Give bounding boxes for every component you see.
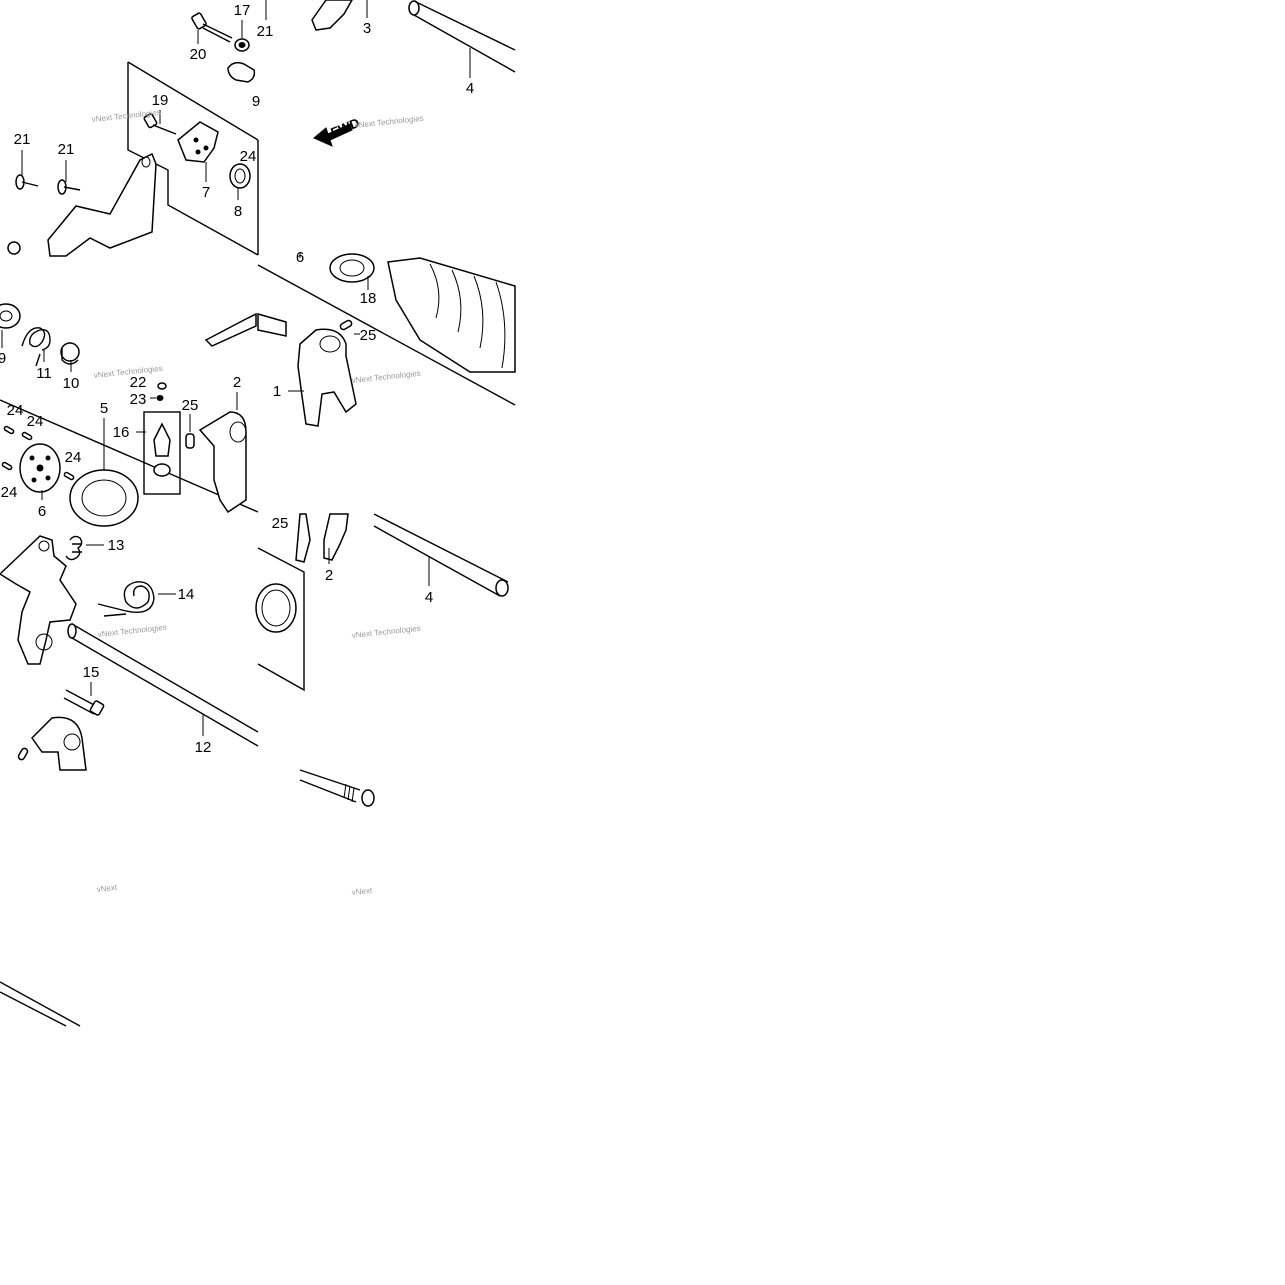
callout-24: 24: [240, 148, 257, 165]
callout-12: 12: [195, 739, 212, 756]
bolt-22: [157, 382, 167, 390]
spring-14: [97, 581, 155, 617]
splined-shaft-end: [299, 769, 375, 807]
callout-4: 4: [466, 80, 474, 97]
collar-10: [60, 342, 80, 365]
pin-25-right: [339, 319, 353, 331]
callout-13: 13: [108, 537, 125, 554]
watermark-text: vNext: [351, 886, 373, 897]
watermark-text: vNext Technologies: [351, 624, 421, 640]
shaft-bottom-left: [0, 981, 81, 1027]
shaft-12: [67, 623, 259, 747]
callout-8: 8: [234, 203, 242, 220]
bracket-plate: [47, 152, 157, 257]
bolt-19: [143, 113, 177, 135]
bolt-21-mid: [57, 179, 81, 195]
tile-top-right: FWD: [257, 0, 516, 255]
callout-9: 9: [0, 350, 6, 367]
bearing-8: [229, 163, 251, 189]
tile-lower-right: [255, 513, 509, 692]
shift-drum: [387, 257, 516, 373]
shift-arm: [0, 535, 77, 665]
bearing-ring: [255, 583, 297, 633]
pin-25-mid: [185, 433, 195, 449]
callout-19: 19: [152, 92, 169, 109]
bolt-20: [191, 12, 233, 43]
callout-20: 20: [190, 46, 207, 63]
callout-25: 25: [272, 515, 289, 532]
frame-diagonal: [0, 399, 259, 513]
tile-top-left: [7, 0, 267, 257]
tile-mid-right: [204, 252, 516, 427]
callout-5: 5: [100, 400, 108, 417]
fork-2-mid: [198, 411, 247, 514]
watermark-text: vNext Technologies: [354, 114, 424, 130]
callout-3: 3: [363, 20, 371, 37]
watermark-text: vNext: [96, 883, 118, 894]
callout-22: 22: [130, 374, 147, 391]
callout-21: 21: [257, 23, 274, 40]
tile-lower-left: [0, 535, 259, 771]
callout-23: 23: [130, 391, 147, 408]
pin-lower: [17, 747, 29, 761]
callout-24: 24: [7, 402, 24, 419]
callout-14: 14: [178, 586, 195, 603]
fork-lower: [31, 716, 87, 771]
frame-outline-top: [127, 61, 259, 141]
callout-9: 9: [252, 93, 260, 110]
fork-3: [311, 0, 353, 31]
callout-24: 24: [65, 449, 82, 466]
switch-16: [143, 382, 181, 495]
shaft-4-lower: [373, 513, 509, 597]
fork-2-lower: [295, 513, 349, 563]
callout-6: 6: [38, 503, 46, 520]
watermark-text: vNext Technologies: [351, 369, 421, 385]
dowel-pins-24: [1, 425, 75, 481]
callout-21: 21: [58, 141, 75, 158]
callout-21: 21: [14, 131, 31, 148]
callout-25: 25: [360, 327, 377, 344]
plate-7: [177, 121, 219, 163]
fork-1: [297, 328, 357, 427]
frame-lower-right: [257, 547, 305, 692]
ring-9: [0, 303, 21, 329]
callout-16: 16: [113, 424, 130, 441]
lever: [204, 312, 257, 347]
cam-plate-6: [19, 443, 61, 493]
callout-1: 1: [273, 383, 281, 400]
callout-17: 17: [234, 2, 251, 19]
callout-10: 10: [63, 375, 80, 392]
callout-24: 24: [27, 413, 44, 430]
callout-15: 15: [83, 664, 100, 681]
fwd-arrow-icon: FWD: [313, 115, 362, 147]
watermark-text: vNext Technologies: [97, 623, 167, 639]
washer-23: [156, 395, 164, 401]
tile-bottom: [0, 769, 375, 1027]
callout-25: 25: [182, 397, 199, 414]
spring-11: [21, 327, 51, 367]
tile-mid-left: [0, 303, 259, 527]
callout-4: 4: [425, 589, 433, 606]
watermark-text: vNext Technologies: [93, 364, 163, 380]
spring-13: [65, 535, 83, 561]
frame-outline: [127, 62, 259, 256]
shaft-4-top: [408, 0, 516, 73]
callout-7: 7: [202, 184, 210, 201]
callout-6: 6: [296, 249, 304, 266]
callout-labels: 1223445667899101112131415161718192021212…: [0, 2, 474, 756]
callout-24: 24: [1, 484, 18, 501]
callout-2: 2: [233, 374, 241, 391]
callout-2: 2: [325, 567, 333, 584]
bolt-head: [7, 241, 21, 255]
bearing-18: [329, 253, 375, 283]
lever-9-top: [227, 61, 256, 83]
shaft-stub: [257, 313, 287, 337]
callout-11: 11: [36, 365, 52, 382]
frame-diagonal-right: [257, 264, 516, 406]
callout-18: 18: [360, 290, 377, 307]
large-bearing: [69, 469, 139, 527]
bolt-21-left: [15, 174, 39, 190]
bolt-15: [63, 689, 105, 716]
